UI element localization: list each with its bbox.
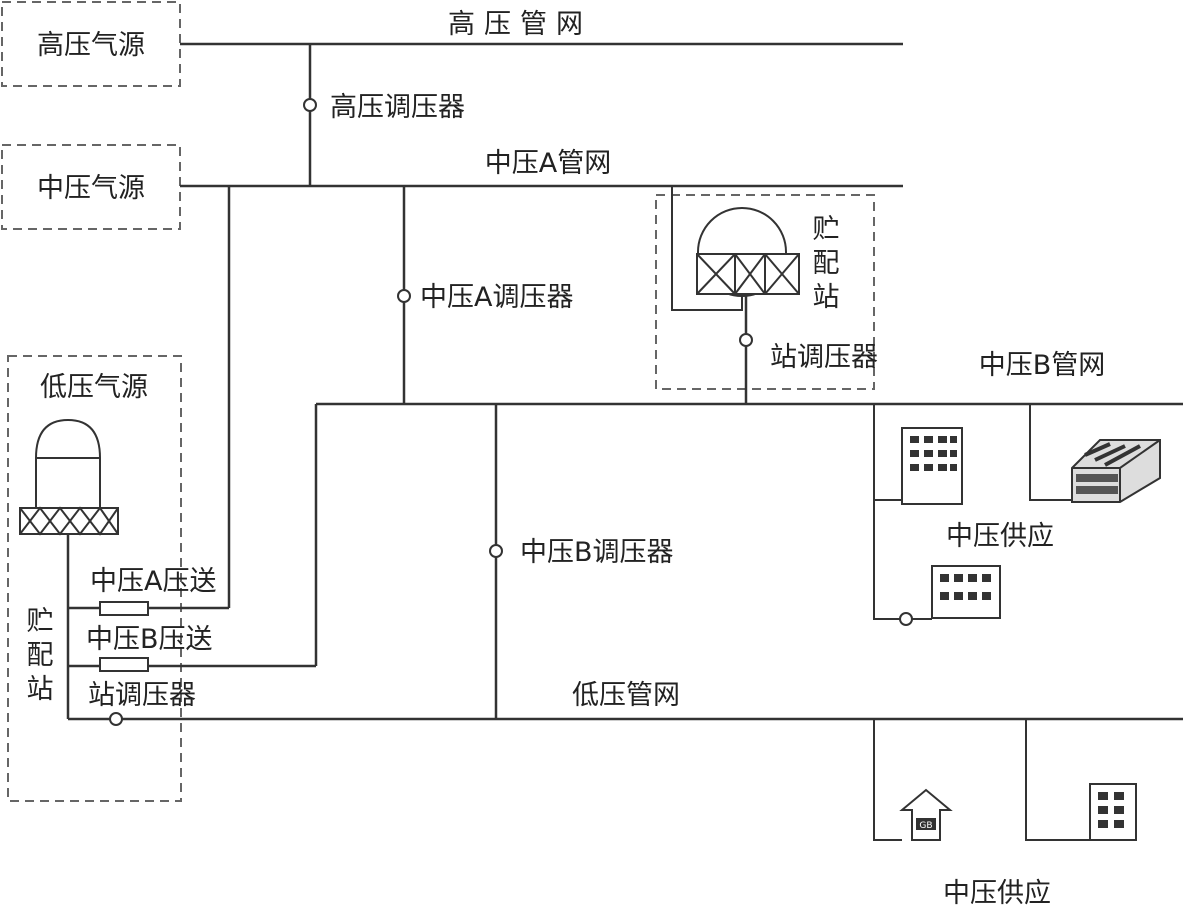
regulator-valve-icon — [739, 333, 753, 347]
regulator-valve-icon — [489, 544, 503, 558]
office-building-icon — [931, 565, 1001, 619]
low-source-box — [7, 355, 182, 802]
compressor-icon — [99, 657, 149, 672]
apartment-icon — [1089, 783, 1137, 841]
office-building-icon — [901, 427, 963, 505]
supply-branch-apartment-bottom — [1025, 719, 1090, 841]
mid-supply-top-label: 中压供应 — [946, 521, 1054, 552]
mid-supply-bottom-label: 中压供应 — [943, 878, 1051, 909]
regulator-valve-icon — [109, 712, 123, 726]
mid-b-network-label: 中压B管网 — [979, 350, 1106, 381]
supply-branch-apartment — [873, 500, 932, 620]
house-icon: GB — [899, 788, 953, 841]
mid-b-regulator-label: 中压B调压器 — [520, 537, 674, 568]
supply-branch-house — [873, 719, 902, 841]
high-source-label: 高压气源 — [37, 30, 145, 61]
factory-icon — [1071, 439, 1161, 503]
storage-station-left-char-2: 配 — [27, 640, 54, 671]
station-regulator-left-label: 站调压器 — [88, 680, 196, 711]
storage-tank-icon — [696, 207, 800, 297]
high-source-box — [1, 1, 181, 87]
supply-branch-office — [873, 404, 902, 501]
compressor-icon — [99, 601, 149, 616]
high-network-label: 高压管网 — [448, 9, 592, 40]
mid-a-regulator-label: 中压A调压器 — [420, 282, 573, 313]
storage-station-top-char-1: 贮 — [813, 214, 840, 245]
supply-branch-factory — [1029, 404, 1072, 501]
high-regulator-label: 高压调压器 — [330, 92, 465, 123]
storage-station-top-char-2: 配 — [813, 248, 840, 279]
mid-a-send-label: 中压A压送 — [90, 566, 216, 597]
storage-station-top-char-3: 站 — [813, 282, 840, 313]
mid-source-box — [1, 144, 181, 230]
low-source-label: 低压气源 — [40, 372, 148, 403]
storage-station-left-char-1: 贮 — [27, 606, 54, 637]
mid-a-network-label: 中压A管网 — [485, 148, 611, 179]
gas-holder-icon — [19, 418, 119, 536]
station-regulator-top-label: 站调压器 — [770, 342, 878, 373]
storage-station-left-char-3: 站 — [27, 674, 54, 705]
house-sign-text: GB — [919, 821, 932, 831]
storage-station-inlet — [671, 186, 743, 311]
low-network-label: 低压管网 — [572, 680, 680, 711]
storage-station-box — [655, 194, 875, 390]
regulator-valve-icon — [397, 289, 411, 303]
mid-b-send-label: 中压B压送 — [86, 624, 213, 655]
mid-source-label: 中压气源 — [37, 173, 145, 204]
regulator-valve-icon — [303, 98, 317, 112]
regulator-valve-icon — [899, 612, 913, 626]
